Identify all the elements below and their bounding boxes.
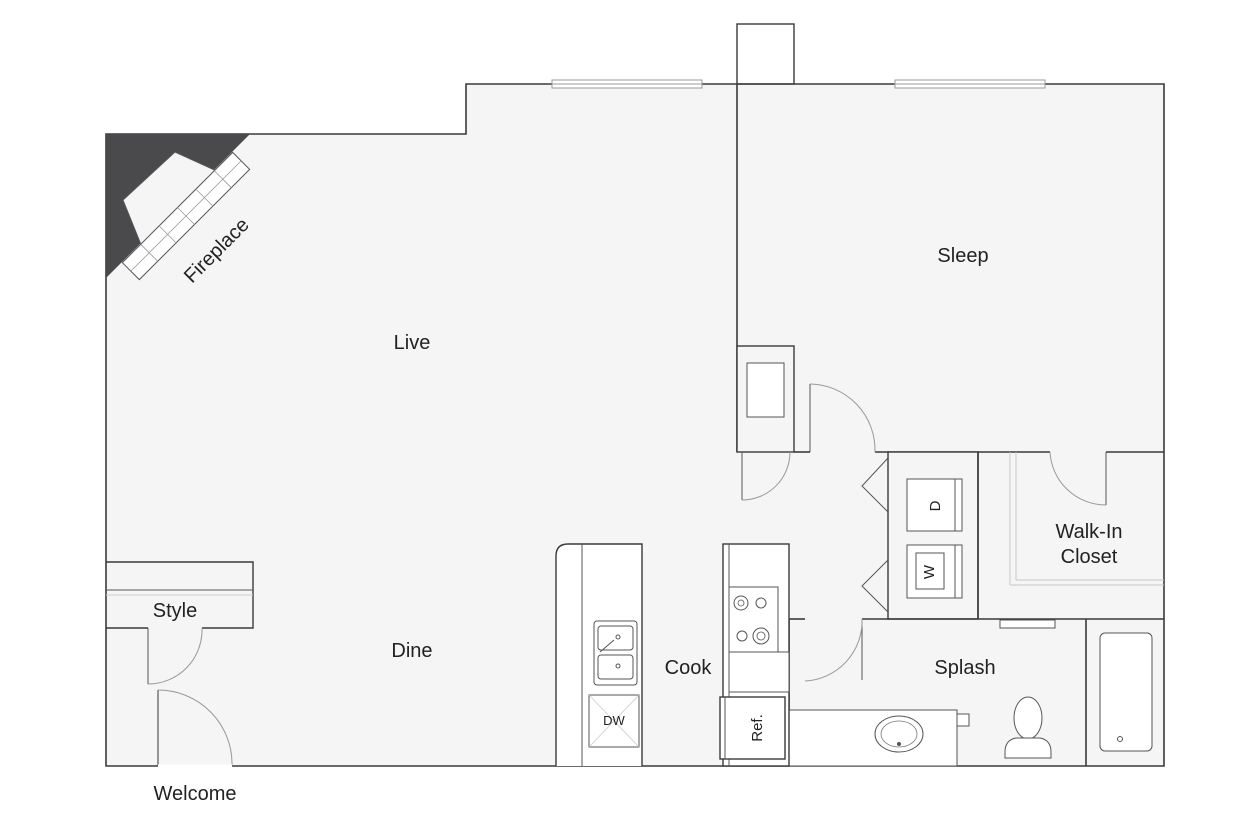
- towel-bar: [999, 619, 1056, 629]
- vanity: [788, 709, 970, 767]
- room-label-live: Live: [394, 332, 431, 354]
- washer: W: [906, 544, 963, 599]
- dishwasher-label: DW: [603, 713, 625, 728]
- closet-shelf: [746, 362, 785, 418]
- coat-closet-door: [741, 451, 791, 501]
- room-label-sleep: Sleep: [937, 245, 988, 267]
- bedroom-door: [809, 383, 876, 453]
- toilet: [1004, 696, 1052, 759]
- window-sleep: [894, 79, 1046, 89]
- room-label-cook: Cook: [665, 657, 713, 679]
- refrigerator-label: Ref.: [749, 714, 766, 742]
- window-live: [551, 79, 703, 89]
- entry-door: [157, 689, 233, 768]
- bathtub: [1085, 619, 1153, 766]
- walk-in-label-1: Walk-In: [1055, 521, 1122, 543]
- washer-label: W: [921, 564, 938, 579]
- bath-door: [804, 618, 863, 682]
- room-label-splash: Splash: [934, 657, 995, 679]
- dishwasher: DW: [588, 694, 640, 748]
- dryer: D: [906, 478, 963, 532]
- room-label-dine: Dine: [391, 640, 432, 662]
- counter-gap: [728, 651, 790, 693]
- exterior-wall: [105, 83, 1165, 767]
- room-label-style: Style: [153, 600, 197, 622]
- laundry-bifold-doors: [861, 457, 889, 613]
- style-closet: [106, 561, 254, 685]
- walk-in-label-2: Closet: [1061, 546, 1118, 568]
- chimney: [736, 23, 795, 85]
- dryer-label: D: [927, 500, 944, 511]
- walk-in-closet: Walk-In Closet: [977, 451, 1164, 619]
- range-stove: [728, 586, 779, 653]
- refrigerator: Ref.: [719, 696, 786, 760]
- room-label-welcome: Welcome: [154, 783, 237, 805]
